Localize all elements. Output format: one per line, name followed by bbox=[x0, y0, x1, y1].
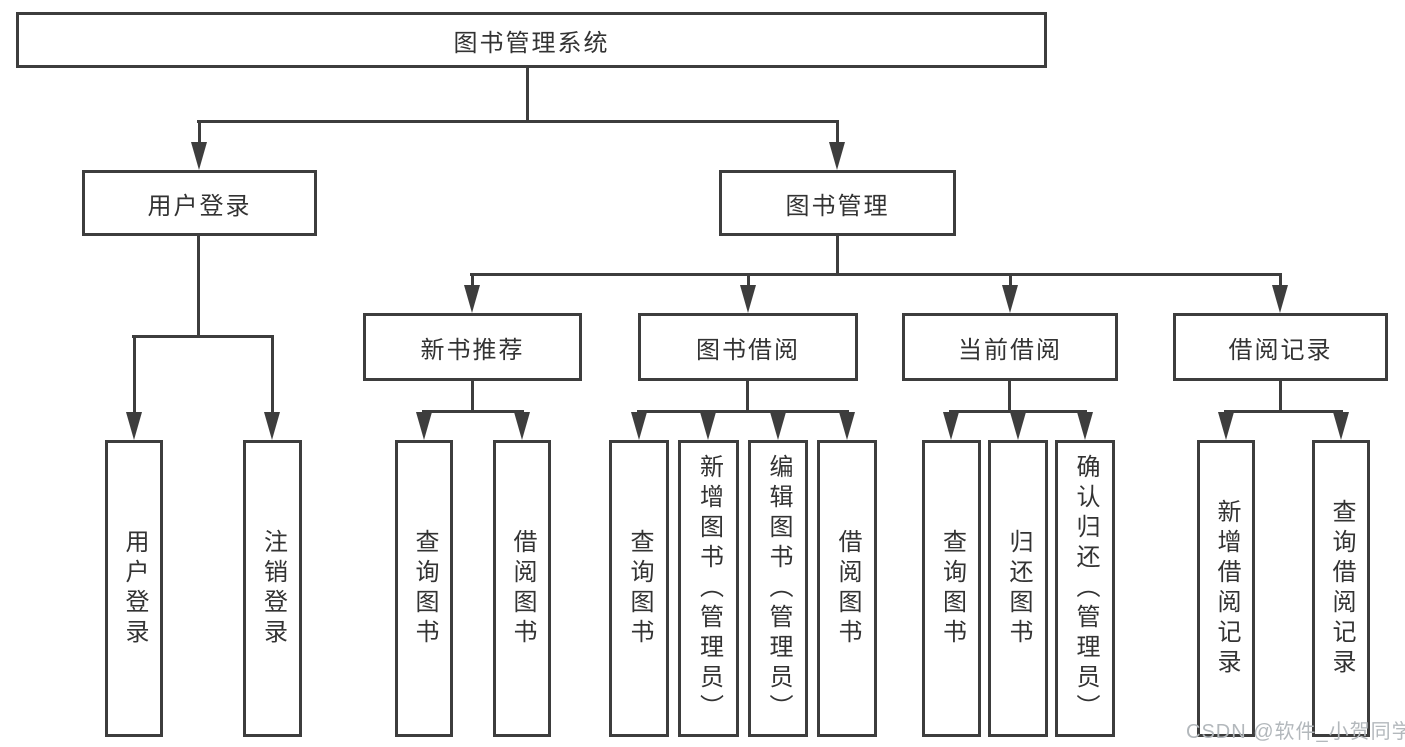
node-current-borrow-label: 当前借阅 bbox=[958, 336, 1062, 364]
leaf-confirm-return-admin: 确认归还（管理员） bbox=[1055, 440, 1115, 737]
leaf-query-borrow-record: 查询借阅记录 bbox=[1312, 440, 1370, 737]
node-library-system: 图书管理系统 bbox=[16, 12, 1047, 68]
arrow-to-leaf-logout bbox=[264, 335, 280, 440]
leaf-borrow-books-label: 借阅图书 bbox=[834, 528, 861, 649]
connector-current-borrow-trunk bbox=[1008, 379, 1011, 413]
leaf-add-books-admin-label: 新增图书（管理员） bbox=[695, 453, 723, 724]
node-new-book-recommend: 新书推荐 bbox=[363, 313, 582, 381]
leaf-query-books-borrow: 查询图书 bbox=[609, 440, 669, 737]
leaf-return-books: 归还图书 bbox=[988, 440, 1048, 737]
connector-book-borrow-trunk bbox=[746, 379, 749, 413]
connector-book-borrow-bar bbox=[637, 410, 849, 413]
node-library-system-label: 图书管理系统 bbox=[453, 29, 610, 57]
leaf-query-borrow-record-label: 查询借阅记录 bbox=[1328, 498, 1355, 679]
leaf-borrow-books-recommend: 借阅图书 bbox=[493, 440, 551, 737]
arrow-to-leaf-return-books bbox=[1010, 410, 1026, 440]
leaf-borrow-books: 借阅图书 bbox=[817, 440, 877, 737]
node-user-login: 用户登录 bbox=[82, 170, 317, 236]
connector-new-book-trunk bbox=[471, 379, 474, 413]
arrow-to-book-borrow bbox=[740, 273, 756, 313]
node-book-borrow-label: 图书借阅 bbox=[696, 336, 800, 364]
arrow-to-leaf-borrow-books-1 bbox=[514, 410, 530, 440]
leaf-query-books-current-label: 查询图书 bbox=[938, 528, 966, 649]
connector-user-login-trunk bbox=[197, 234, 200, 338]
leaf-logout: 注销登录 bbox=[243, 440, 302, 737]
connector-root-trunk bbox=[526, 66, 529, 123]
connector-root-bar bbox=[197, 120, 839, 123]
node-book-borrow: 图书借阅 bbox=[638, 313, 858, 381]
connector-new-book-bar bbox=[422, 410, 524, 413]
leaf-query-books-current: 查询图书 bbox=[922, 440, 981, 737]
arrow-to-leaf-add-books bbox=[700, 410, 716, 440]
leaf-user-login: 用户登录 bbox=[105, 440, 163, 737]
arrow-to-leaf-borrow-books-2 bbox=[839, 410, 855, 440]
node-new-book-recommend-label: 新书推荐 bbox=[420, 336, 525, 364]
leaf-borrow-books-recommend-label: 借阅图书 bbox=[509, 528, 536, 649]
leaf-edit-books-admin-label: 编辑图书（管理员） bbox=[765, 453, 792, 724]
leaf-query-books-borrow-label: 查询图书 bbox=[626, 528, 653, 649]
leaf-add-borrow-record-label: 新增借阅记录 bbox=[1213, 498, 1240, 679]
node-book-management: 图书管理 bbox=[719, 170, 956, 236]
connector-borrow-records-trunk bbox=[1279, 379, 1282, 413]
leaf-logout-label: 注销登录 bbox=[259, 528, 287, 649]
arrow-to-new-book-recommend bbox=[464, 273, 480, 313]
leaf-query-books-recommend-label: 查询图书 bbox=[411, 528, 438, 649]
connector-book-mgmt-trunk bbox=[836, 234, 839, 276]
connector-user-login-bar bbox=[132, 335, 274, 338]
arrow-to-leaf-query-books-1 bbox=[416, 410, 432, 440]
leaf-add-books-admin: 新增图书（管理员） bbox=[678, 440, 739, 737]
arrow-to-current-borrow bbox=[1002, 273, 1018, 313]
arrow-to-leaf-add-record bbox=[1218, 410, 1234, 440]
leaf-user-login-label: 用户登录 bbox=[121, 528, 148, 649]
arrow-to-leaf-confirm-return bbox=[1077, 410, 1093, 440]
arrow-to-leaf-query-books-2 bbox=[631, 410, 647, 440]
connector-borrow-records-bar bbox=[1224, 410, 1343, 413]
node-book-management-label: 图书管理 bbox=[785, 192, 890, 220]
node-borrow-records-label: 借阅记录 bbox=[1228, 336, 1333, 364]
arrow-to-leaf-query-record bbox=[1333, 410, 1349, 440]
leaf-add-borrow-record: 新增借阅记录 bbox=[1197, 440, 1255, 737]
arrow-to-book-management bbox=[829, 120, 845, 170]
node-current-borrow: 当前借阅 bbox=[902, 313, 1118, 381]
leaf-edit-books-admin: 编辑图书（管理员） bbox=[748, 440, 808, 737]
leaf-return-books-label: 归还图书 bbox=[1005, 528, 1032, 649]
arrow-to-leaf-edit-books bbox=[770, 410, 786, 440]
watermark: CSDN @软件_小贺同学 bbox=[1186, 721, 1405, 743]
leaf-confirm-return-admin-label: 确认归还（管理员） bbox=[1072, 453, 1099, 724]
node-user-login-label: 用户登录 bbox=[147, 192, 252, 220]
arrow-to-leaf-query-books-3 bbox=[943, 410, 959, 440]
node-borrow-records: 借阅记录 bbox=[1173, 313, 1388, 381]
leaf-query-books-recommend: 查询图书 bbox=[395, 440, 453, 737]
arrow-to-borrow-records bbox=[1272, 273, 1288, 313]
connector-book-mgmt-bar bbox=[470, 273, 1282, 276]
arrow-to-leaf-user-login bbox=[126, 335, 142, 440]
arrow-to-user-login bbox=[191, 120, 207, 170]
